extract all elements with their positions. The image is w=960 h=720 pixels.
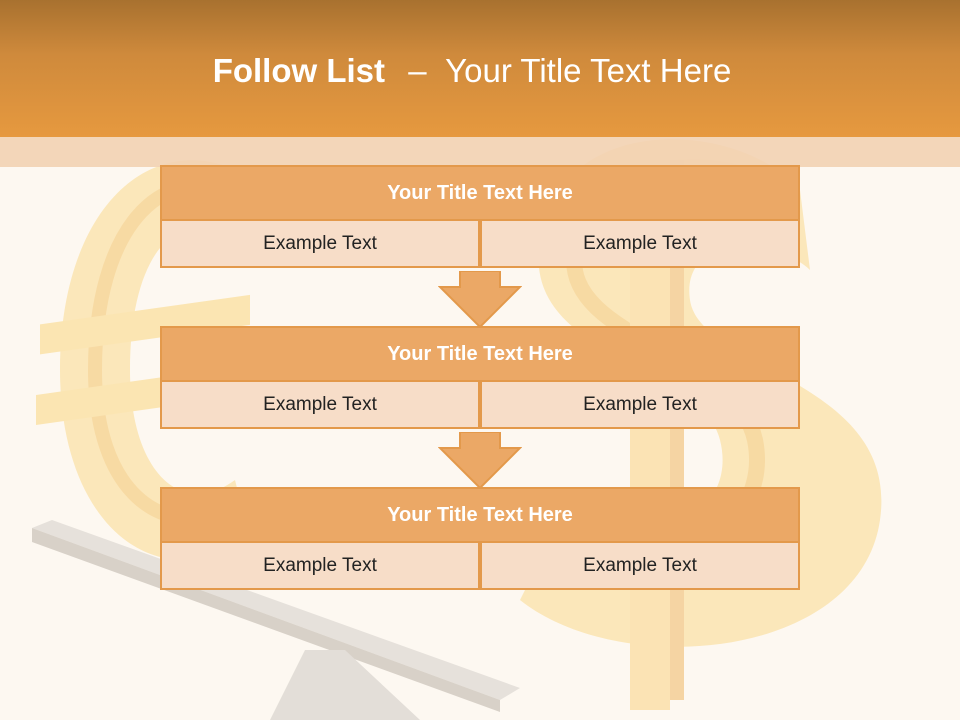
block-divider <box>160 219 800 221</box>
title-banner <box>0 0 960 137</box>
slide-title-bold: Follow List <box>212 52 386 89</box>
block-cell-left: Example Text <box>160 543 480 590</box>
block-cell-left: Example Text <box>160 382 480 429</box>
block-title: Your Title Text Here <box>160 165 800 221</box>
seesaw-plank <box>32 520 520 700</box>
list-block-3: Your Title Text Here Example Text Exampl… <box>160 487 800 592</box>
down-arrow-icon <box>438 432 522 490</box>
block-cell-right: Example Text <box>480 543 800 590</box>
down-arrow-icon <box>438 271 522 329</box>
block-divider <box>160 541 800 543</box>
seesaw-base <box>270 650 420 720</box>
block-title: Your Title Text Here <box>160 487 800 543</box>
block-title: Your Title Text Here <box>160 326 800 382</box>
list-block-1: Your Title Text Here Example Text Exampl… <box>160 165 800 270</box>
block-divider <box>160 380 800 382</box>
slide-title-rest: Your Title Text Here <box>445 52 732 89</box>
slide-title-separator: – <box>408 52 427 89</box>
block-cell-left: Example Text <box>160 221 480 268</box>
block-cell-right: Example Text <box>480 221 800 268</box>
seesaw-plank-edge <box>32 528 500 712</box>
list-block-2: Your Title Text Here Example Text Exampl… <box>160 326 800 431</box>
block-cell-right: Example Text <box>480 382 800 429</box>
slide-title: Follow List – Your Title Text Here <box>0 52 944 90</box>
title-banner-strip <box>0 137 960 167</box>
